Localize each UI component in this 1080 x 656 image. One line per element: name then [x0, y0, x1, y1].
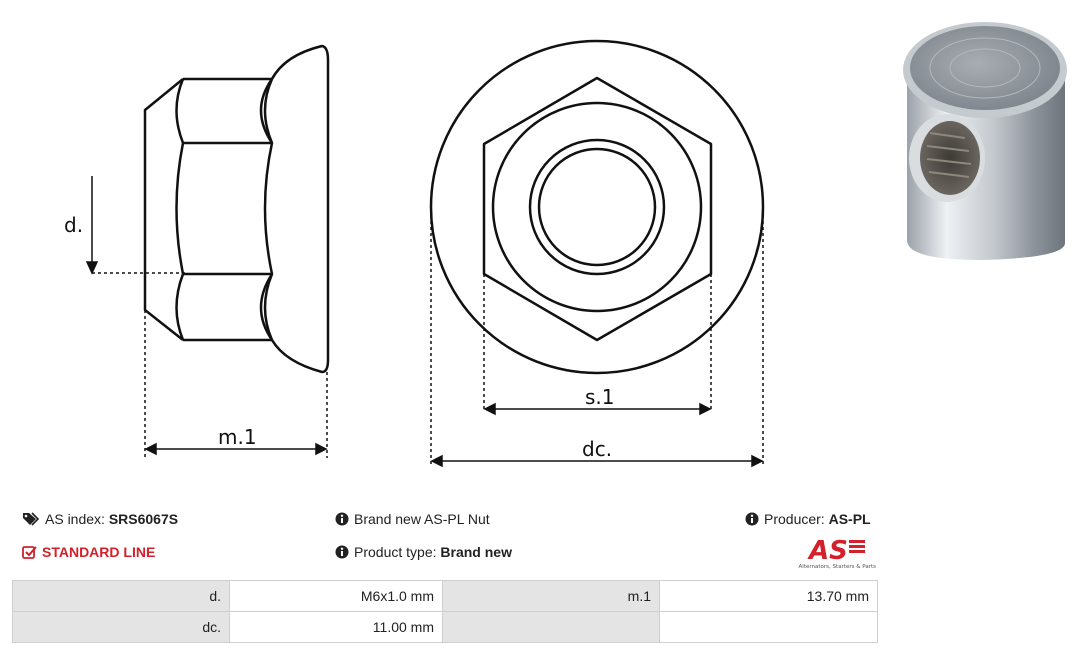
logo-mark: AS [807, 536, 848, 566]
as-index-line: AS index: SRS6067S [22, 510, 178, 530]
description-text: Brand new AS-PL Nut [354, 511, 490, 527]
info-circle-icon [745, 512, 759, 530]
product-photo [885, 18, 1075, 263]
dim-label-m1: m.1 [218, 425, 257, 449]
producer-label: Producer: [764, 511, 825, 527]
dim-label-dc: dc. [582, 437, 612, 461]
hex-outline [482, 76, 713, 342]
dim-label-s1: s.1 [585, 385, 615, 409]
spec-label-cell: d. [12, 580, 230, 612]
dim-label-d: d. [64, 213, 83, 237]
producer-value: AS-PL [828, 511, 871, 527]
as-pl-logo: AS Alternators, Starters & Parts [787, 535, 877, 571]
nut-side-view [143, 78, 184, 341]
logo-tagline: Alternators, Starters & Parts [799, 564, 877, 570]
spec-value-cell: M6x1.0 mm [229, 580, 443, 612]
product-type-label: Product type: [354, 544, 437, 560]
technical-drawing: d. m.1 s.1 dc. [64, 39, 765, 468]
standard-line-badge: STANDARD LINE [22, 543, 155, 563]
product-type-line: Product type: Brand new [335, 543, 512, 563]
spec-label-cell: dc. [12, 611, 230, 643]
as-index-value: SRS6067S [108, 511, 179, 527]
spec-value-cell: 13.70 mm [659, 580, 878, 612]
info-circle-icon [335, 512, 349, 530]
spec-value-cell: 11.00 mm [229, 611, 443, 643]
spec-label-cell [442, 611, 660, 643]
as-index-label: AS index: [45, 511, 105, 527]
tags-icon [22, 512, 40, 530]
nut-dome [270, 44, 330, 374]
standard-line-label: STANDARD LINE [42, 544, 156, 560]
table-row: d. M6x1.0 mm m.1 13.70 mm [12, 580, 878, 612]
table-row: dc. 11.00 mm [12, 611, 878, 643]
product-type-value: Brand new [440, 544, 512, 560]
spec-label-cell: m.1 [442, 580, 660, 612]
flange-circle [429, 39, 765, 375]
producer-line: Producer: AS-PL [745, 510, 871, 530]
info-circle-icon [335, 545, 349, 563]
spec-table: d. M6x1.0 mm m.1 13.70 mm dc. 11.00 mm [12, 580, 878, 643]
spec-value-cell [659, 611, 878, 643]
check-square-icon [22, 545, 37, 563]
description-line: Brand new AS-PL Nut [335, 510, 490, 530]
